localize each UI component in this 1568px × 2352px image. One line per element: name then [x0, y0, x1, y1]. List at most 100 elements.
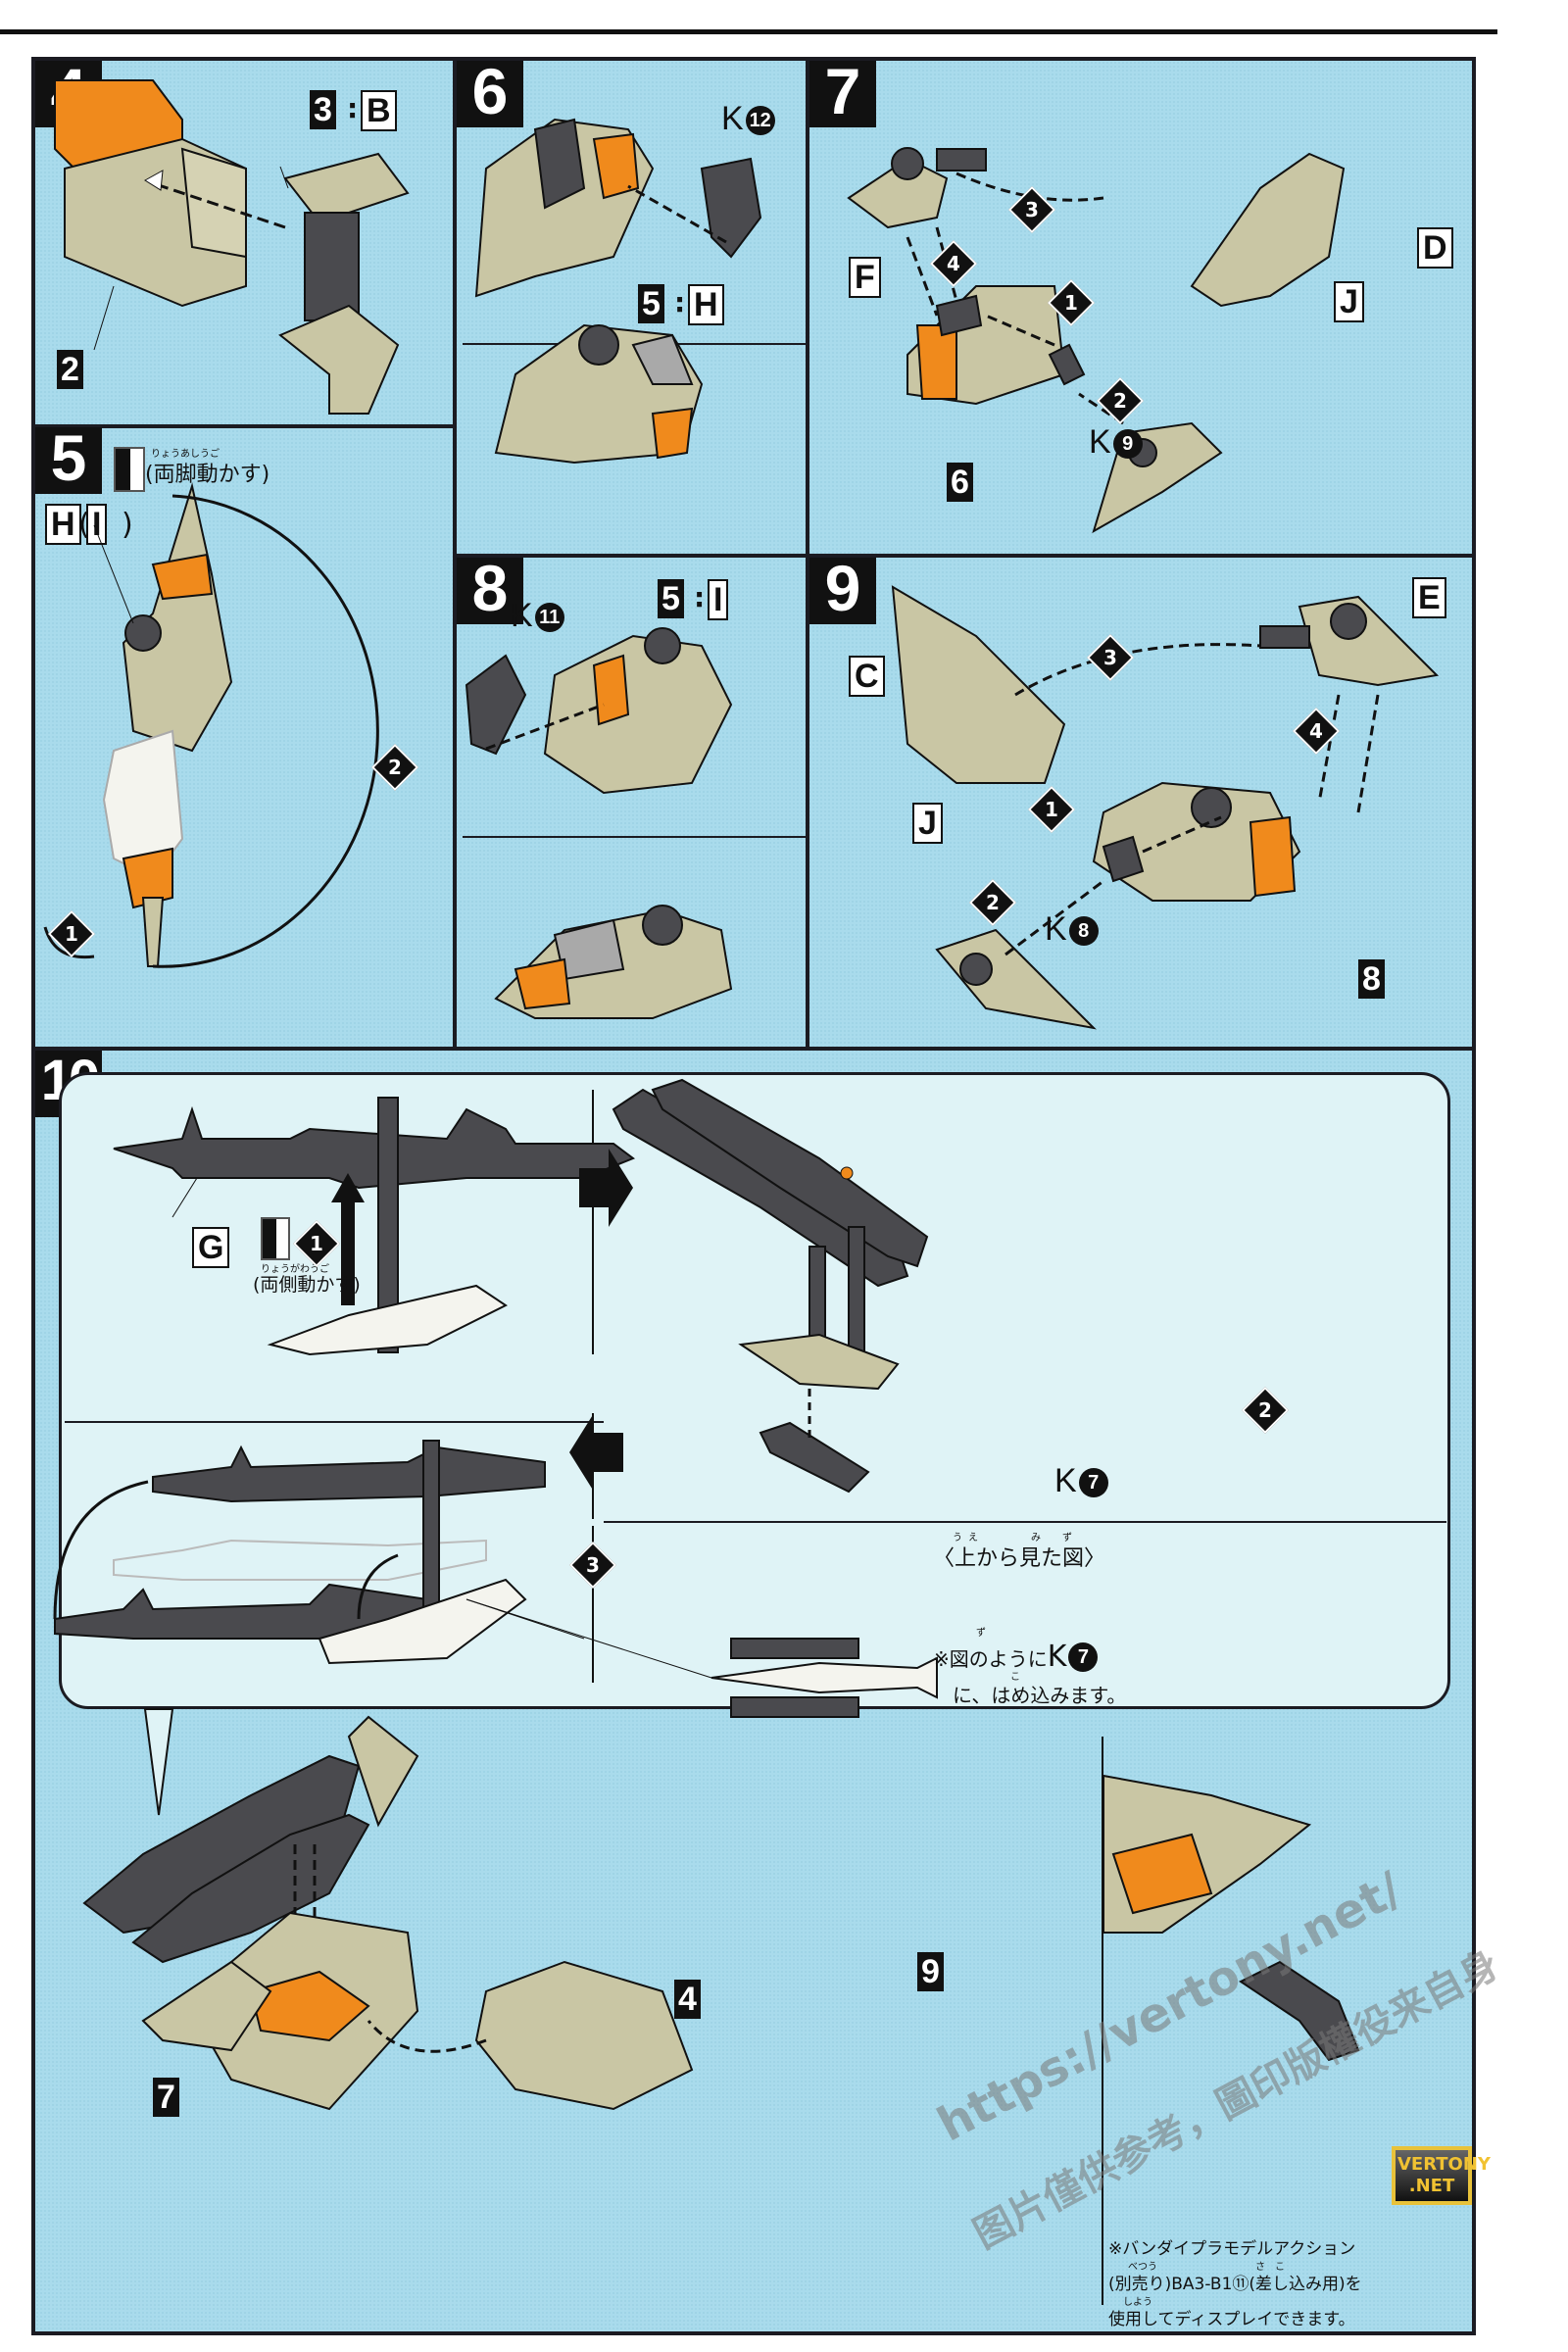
display-note-ruby3: しよう — [1123, 2297, 1152, 2308]
top-view-k7-bottom — [730, 1696, 859, 1718]
badge-line2: .NET — [1408, 2176, 1455, 2196]
next-arrow-left — [569, 1413, 623, 1492]
label-part-i: I — [86, 504, 108, 545]
insert-arrow — [152, 181, 286, 229]
step-4-illustration — [54, 79, 410, 415]
label-part-j: J — [1334, 281, 1364, 322]
step-number: 9 — [809, 556, 876, 624]
colon: : — [674, 286, 686, 318]
fold-arrow — [53, 1480, 149, 1620]
label-ref-2: 2 — [57, 350, 83, 389]
move-instruction: (両側動かす) — [253, 1274, 361, 1296]
label-ref-4: 4 — [674, 1980, 701, 2019]
label-part-b: B — [361, 90, 397, 131]
callout-tail — [143, 1708, 174, 1816]
label-ref-9: 9 — [917, 1952, 944, 1991]
step-4-panel: 4 3 : B 2 — [35, 59, 453, 423]
wing-7 — [141, 1960, 272, 2052]
k7-part — [759, 1421, 870, 1494]
note-ruby: ず — [976, 1628, 986, 1639]
move-ruby: りょうあしうご — [151, 449, 220, 460]
rifle-g — [113, 1105, 636, 1190]
part-b-assembly — [278, 152, 410, 415]
callout-divider-left — [65, 1421, 604, 1423]
step-number: 6 — [457, 59, 523, 127]
step-number: 5 — [35, 425, 102, 494]
display-note-line1: ※バンダイプラモデルアクション — [1108, 2239, 1356, 2259]
label-part-g: G — [192, 1227, 230, 1268]
step-number: 8 — [457, 556, 523, 624]
both-sides-move-icon — [261, 1217, 290, 1260]
step-10-panel: 10 — [35, 1051, 1476, 2334]
rifle-lower — [54, 1583, 449, 1640]
label-ref-6: 6 — [947, 463, 973, 502]
step-8-illustration — [465, 627, 733, 1019]
badge-line1: VERTONY — [1397, 2154, 1491, 2175]
top-view-ruby: うえ み ず — [953, 1533, 1078, 1544]
display-note-ruby2: べつう さ こ — [1128, 2262, 1285, 2273]
wing-9 — [474, 1960, 694, 2111]
move-instruction: (両脚動かす) — [145, 463, 270, 487]
label-part-f: F — [849, 257, 881, 298]
rifle-angled-2 — [651, 1078, 929, 1268]
paren-open: ( — [78, 508, 90, 542]
step-9-illustration — [891, 585, 1440, 1030]
k11-part — [465, 654, 527, 756]
step-10-illustration — [53, 1078, 1360, 2111]
action-base-arm — [1239, 1960, 1360, 2062]
up-arrow — [341, 1198, 355, 1305]
top-view-title: 〈上から見た図〉 — [933, 1546, 1106, 1571]
divider-4-5 — [33, 424, 455, 428]
label-step-5: 5 — [658, 579, 684, 618]
colon: : — [347, 92, 359, 124]
display-note-line2: (別売り)BA3-B1⑪(差し込み用)を — [1108, 2275, 1362, 2294]
paren-close: ) — [122, 508, 133, 542]
rifle-stand — [377, 1097, 399, 1353]
callout-vline-top — [592, 1090, 594, 1354]
part-c — [891, 585, 1066, 784]
top-view-body — [710, 1656, 938, 1699]
label-part-d: D — [1417, 227, 1453, 269]
note-line2-ruby: こ — [1010, 1672, 1020, 1683]
label-part-j: J — [912, 803, 943, 844]
chest-assembly-part — [54, 79, 247, 308]
label-ref-7: 7 — [153, 2078, 179, 2117]
label-part-c: C — [849, 656, 885, 697]
rifle-upper — [152, 1445, 546, 1503]
rotate-arrow-2 — [152, 494, 379, 968]
label-step-3: 3 — [310, 90, 336, 129]
k9-part — [1048, 343, 1086, 386]
part-d — [1190, 152, 1346, 308]
divider-row2 — [453, 554, 1476, 558]
label-step-5: 5 — [638, 284, 664, 323]
leg-part — [122, 482, 233, 753]
rifle-mounted-2 — [131, 1813, 370, 1964]
colon: : — [694, 581, 706, 613]
both-legs-move-icon — [114, 447, 145, 492]
label-ref-8: 8 — [1358, 959, 1385, 999]
label-part-h: H — [45, 504, 81, 545]
display-note-line3: 使用してディスプレイできます。 — [1108, 2310, 1355, 2329]
step-7-illustration — [847, 147, 1346, 534]
k8-part — [1102, 835, 1145, 883]
k7-note-line2: に、はめ込みます。 — [953, 1684, 1127, 1707]
top-view-k7-top — [730, 1638, 859, 1659]
step-number: 7 — [809, 59, 876, 127]
callout-vline-bottom — [592, 1526, 594, 1683]
divider-8-views — [463, 836, 806, 838]
vertony-badge: VERTONY .NET — [1392, 2146, 1491, 2205]
callout-divider-right — [604, 1521, 1446, 1523]
next-arrow-right — [579, 1149, 633, 1227]
move-ruby: りょうがわうご — [261, 1264, 329, 1275]
top-rule — [0, 29, 1497, 34]
label-part-e: E — [1412, 577, 1446, 618]
